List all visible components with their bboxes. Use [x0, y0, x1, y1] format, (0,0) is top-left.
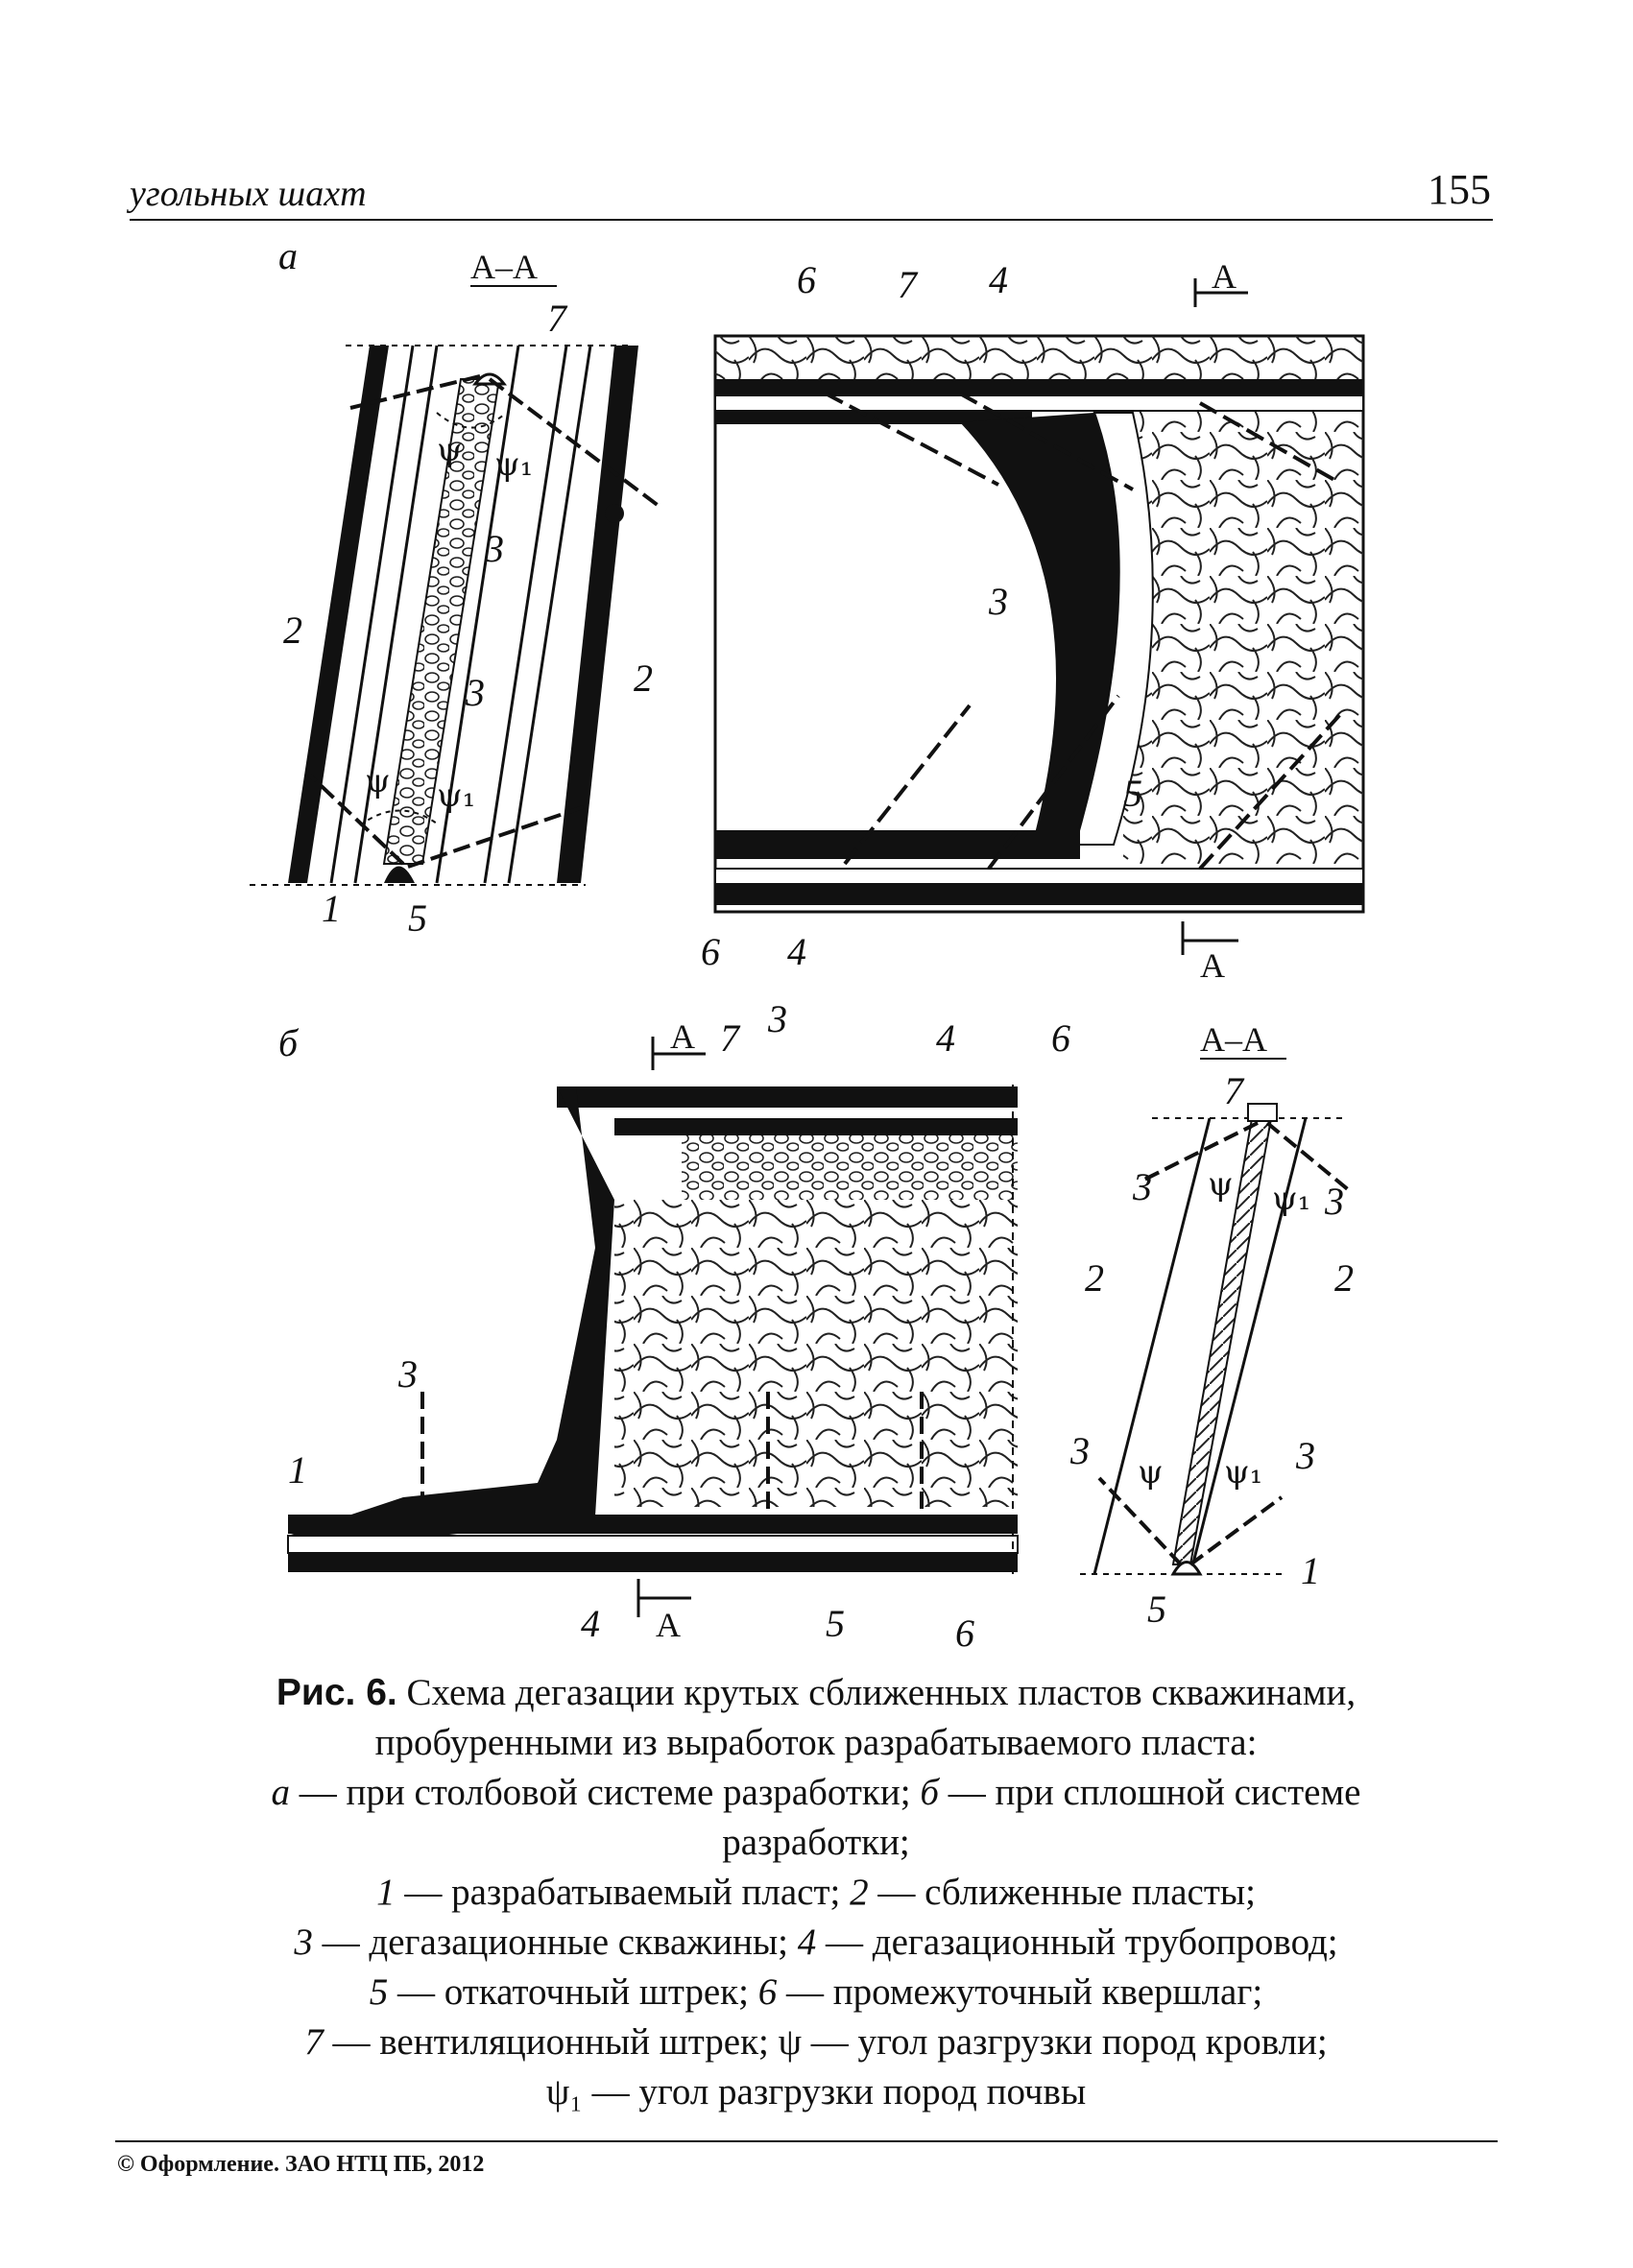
- panel-a-plan: А А 6 7 4 3 5 6 4: [701, 257, 1365, 985]
- callout-1: 1: [288, 1448, 307, 1492]
- running-title: угольных шахт: [130, 174, 367, 214]
- callout-5: 5: [1147, 1588, 1166, 1631]
- header-rule: [130, 219, 1493, 221]
- callout-7: 7: [720, 1016, 741, 1060]
- callout-4: 4: [581, 1602, 600, 1645]
- callout-3: 3: [465, 671, 485, 714]
- section-marker-bottom: А: [1200, 946, 1225, 985]
- callout-2: 2: [1085, 1256, 1104, 1300]
- callout-3: 3: [1132, 1165, 1152, 1208]
- callout-3: 3: [767, 997, 787, 1040]
- callout-3: 3: [988, 580, 1008, 623]
- legend-text-3: — дегазационные скважины;: [312, 1922, 798, 1963]
- legend-key-7: 7: [304, 2021, 324, 2063]
- page-number: 155: [1428, 166, 1491, 213]
- legend-text-5: — откаточный штрек;: [388, 1971, 758, 2013]
- caption-title-cont: пробуренными из выработок разрабатываемо…: [374, 1722, 1258, 1763]
- caption-b-text: — при сплошной системе: [938, 1772, 1361, 1813]
- legend-text-7: — вентиляционный штрек; ψ — угол разгруз…: [323, 2021, 1328, 2063]
- psi1-label-a-bottom: ψ₁: [437, 776, 475, 815]
- callout-2: 2: [1334, 1256, 1354, 1300]
- callout-6: 6: [797, 258, 816, 301]
- legend-text-2: — сближенные пласты;: [868, 1872, 1256, 1913]
- callout-4: 4: [989, 258, 1008, 301]
- callout-2: 2: [283, 609, 302, 652]
- legend-key-3: 3: [294, 1922, 313, 1963]
- callout-5: 5: [408, 896, 427, 940]
- legend-text-6: — промежуточный квершлаг;: [777, 1971, 1263, 2013]
- psi-label-b-bottom: ψ: [1138, 1453, 1164, 1492]
- figure-drawing: а А–А ψ ψ₁ ψ ψ₁ 7 3 3 2 2: [250, 234, 1365, 1651]
- psi-label-a-bottom: ψ: [365, 762, 391, 800]
- caption-number: Рис. 6.: [276, 1672, 397, 1713]
- copyright-footer: © Оформление. ЗАО НТЦ ПБ, 2012: [117, 2152, 485, 2177]
- caption-a-text: — при столбовой системе разработки;: [290, 1772, 921, 1813]
- legend-key-1: 1: [376, 1872, 396, 1913]
- psi1-label-b-bottom: ψ₁: [1224, 1453, 1262, 1492]
- legend-text-4: — дегазационный трубопровод;: [816, 1922, 1338, 1963]
- legend-key-5: 5: [369, 1971, 389, 2013]
- section-marker-b-top: А: [670, 1017, 695, 1056]
- panel-b-label: б: [278, 1021, 300, 1064]
- psi1-label-a-top: ψ₁: [494, 445, 533, 484]
- callout-5: 5: [1123, 772, 1142, 815]
- section-marker-b-bottom: А: [656, 1606, 681, 1644]
- psi1-label-b-top: ψ₁: [1272, 1180, 1310, 1218]
- legend-key-2: 2: [850, 1872, 869, 1913]
- panel-b-section: А–А ψ ψ₁ ψ ψ₁ 7 3 3 2 2 3 3 1 5: [1069, 1020, 1354, 1631]
- caption-title: Схема дегазации крутых сближенных пласто…: [396, 1672, 1357, 1713]
- callout-6: 6: [955, 1611, 974, 1651]
- callout-3: 3: [1295, 1434, 1315, 1477]
- callout-7: 7: [1224, 1069, 1245, 1112]
- caption-b-cont: разработки;: [722, 1822, 910, 1863]
- callout-3: 3: [397, 1352, 418, 1396]
- section-marker-top: А: [1212, 257, 1237, 296]
- callout-1: 1: [1301, 1549, 1320, 1592]
- callout-3: 3: [484, 527, 504, 570]
- callout-2: 2: [634, 657, 653, 700]
- figure-6: а А–А ψ ψ₁ ψ ψ₁ 7 3 3 2 2: [250, 234, 1365, 1651]
- legend-key-4: 4: [797, 1922, 817, 1963]
- section-title-a: А–А: [470, 248, 538, 286]
- callout-6: 6: [1051, 1016, 1070, 1060]
- callout-3: 3: [1069, 1429, 1090, 1472]
- section-title-b: А–А: [1200, 1020, 1267, 1059]
- psi-label-b-top: ψ: [1208, 1165, 1234, 1204]
- panel-a-label: а: [278, 234, 298, 277]
- callout-7: 7: [898, 263, 919, 306]
- legend-text-psi1: ψ₁ — угол разгрузки пород почвы: [545, 2071, 1087, 2113]
- callout-3: 3: [1324, 1180, 1344, 1223]
- legend-text-1: — разрабатываемый пласт;: [395, 1872, 851, 1913]
- psi-label-a-top: ψ: [437, 431, 463, 469]
- callout-1: 1: [322, 887, 341, 930]
- callout-7: 7: [547, 297, 568, 340]
- panel-b-plan: б А А 7 3 4 6 3 1 4 5 6: [278, 997, 1070, 1651]
- callout-6: 6: [701, 930, 720, 973]
- caption-b-letter: б: [920, 1772, 939, 1813]
- legend-key-6: 6: [757, 1971, 778, 2013]
- callout-5: 5: [826, 1602, 845, 1645]
- footer-rule: [115, 2140, 1498, 2142]
- callout-4: 4: [936, 1016, 955, 1060]
- callout-4: 4: [787, 930, 806, 973]
- figure-caption: Рис. 6. Схема дегазации крутых сближенны…: [144, 1668, 1488, 2117]
- caption-a-letter: а: [271, 1772, 291, 1813]
- panel-a-section: а А–А ψ ψ₁ ψ ψ₁ 7 3 3 2 2: [250, 234, 664, 940]
